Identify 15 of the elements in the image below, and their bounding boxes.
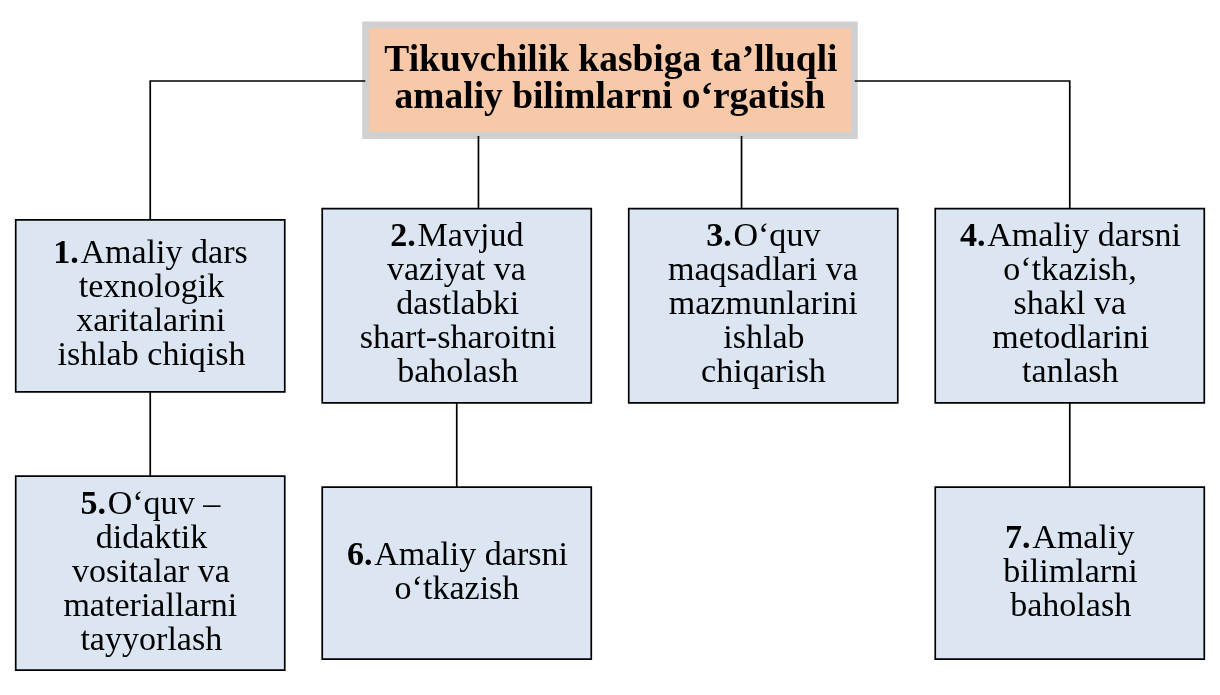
connector [455, 402, 458, 488]
connector [149, 391, 152, 477]
connector [853, 80, 1071, 210]
node-box: 7.Amaliy bilimlarni baholash [934, 486, 1206, 660]
node-box: 1.Amaliy dars texnologik xaritalarini ishlab chiqish [14, 218, 286, 393]
node-box: 2.Mavjud vaziyat va dastlabki shart-sharoitni baholash [321, 207, 593, 404]
node-box: 4.Amaliy darsni o‘tkazish, shakl va metodlarini tanlash [934, 207, 1206, 404]
node-box: 3.O‘quv maqsadlari va mazmunlarini ishlab chiqarish [627, 207, 899, 404]
node-box: 5.O‘quv – didaktik vositalar va materiallarni tayyorlash [14, 475, 286, 672]
connector [477, 135, 480, 210]
connector [1068, 402, 1071, 488]
connector [149, 80, 367, 221]
node-box: Tikuvchilik kasbiga ta’lluqli amaliy bilimlarni o‘rgatish [362, 21, 858, 139]
connector [740, 135, 743, 210]
node-box: 6.Amaliy darsni o‘tkazish [321, 486, 593, 660]
